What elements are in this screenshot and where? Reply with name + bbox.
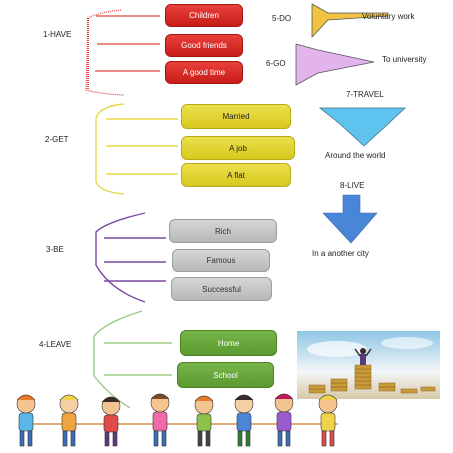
be-item-rich: Rich bbox=[169, 219, 277, 243]
get-item-married: Married bbox=[181, 104, 291, 129]
travel-text: Around the world bbox=[325, 151, 386, 160]
have-item-children: Children bbox=[165, 4, 243, 27]
have-label: 1-HAVE bbox=[43, 30, 72, 39]
go-text: To university bbox=[382, 55, 427, 64]
be-label: 3-BE bbox=[46, 245, 64, 254]
coins-photo bbox=[297, 331, 440, 399]
be-item-famous: Famous bbox=[172, 249, 270, 272]
live-text: In a another city bbox=[312, 249, 369, 258]
leave-item-school: School bbox=[177, 362, 274, 388]
live-label: 8-LIVE bbox=[340, 181, 365, 190]
leave-label: 4-LEAVE bbox=[39, 340, 72, 349]
kids-illustration bbox=[16, 393, 338, 447]
go-label: 6-GO bbox=[266, 59, 286, 68]
have-bracket bbox=[85, 9, 160, 96]
travel-arrow-icon bbox=[318, 107, 407, 147]
do-label: 5-DO bbox=[272, 14, 292, 23]
get-item-a-flat: A flat bbox=[181, 163, 291, 187]
live-arrow-icon bbox=[322, 194, 378, 244]
get-item-a-job: A job bbox=[181, 136, 295, 160]
travel-label: 7-TRAVEL bbox=[346, 90, 384, 99]
go-arrow-icon bbox=[295, 43, 375, 86]
have-item-good-friends: Good friends bbox=[165, 34, 243, 57]
get-bracket bbox=[95, 103, 178, 195]
be-bracket bbox=[95, 212, 166, 303]
be-item-successful: Successful bbox=[171, 277, 272, 301]
leave-item-home: Home bbox=[180, 330, 277, 356]
do-arrow-icon bbox=[311, 3, 389, 39]
get-label: 2-GET bbox=[45, 135, 69, 144]
person-icon bbox=[354, 348, 372, 365]
have-item-a-good-time: A good time bbox=[165, 61, 243, 84]
do-text: Voluntary work bbox=[362, 12, 415, 21]
